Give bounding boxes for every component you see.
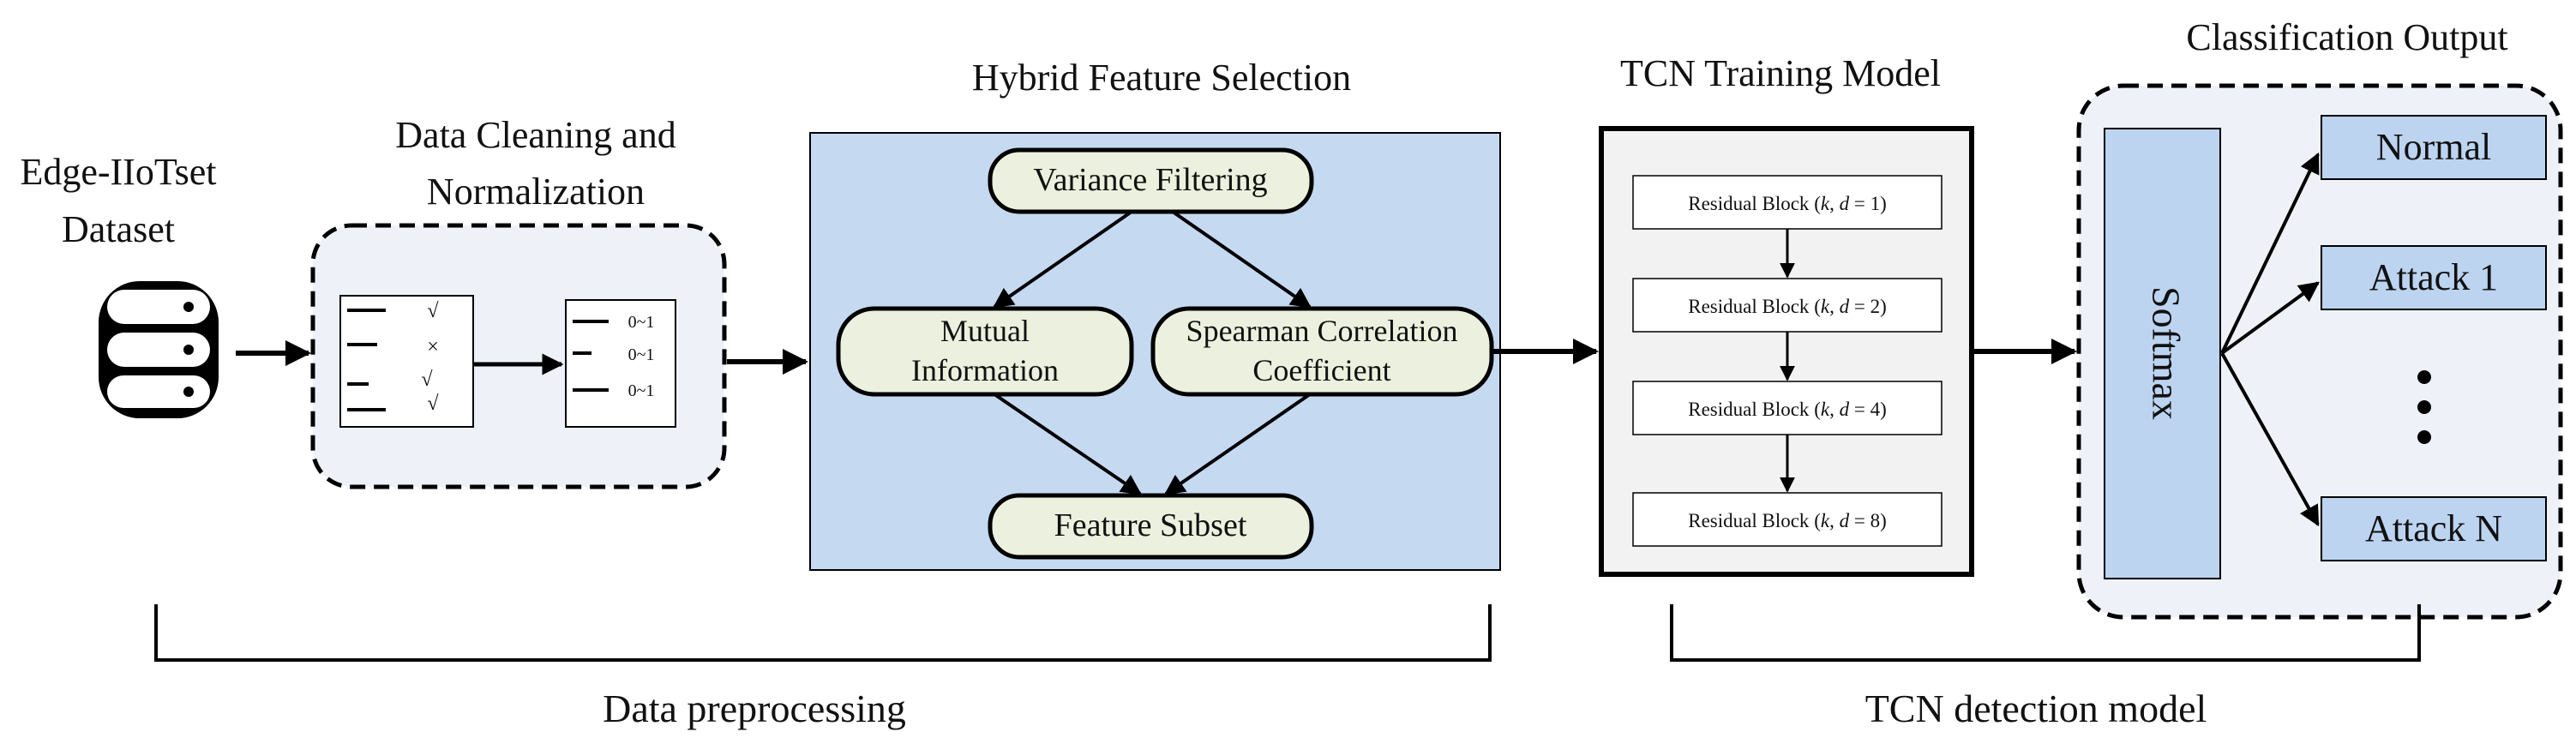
softmax-to-attack1-arrow bbox=[2220, 281, 2320, 355]
class-attack1-box bbox=[2321, 245, 2547, 310]
range-label: 0~1 bbox=[628, 313, 655, 332]
cleaning-title-line1: Data Cleaning and bbox=[395, 114, 676, 156]
preprocessing-label: Data preprocessing bbox=[603, 687, 906, 730]
svg-text:Residual Block (k, d = 2): Residual Block (k, d = 2) bbox=[1688, 296, 1886, 317]
dataset-title-line2: Dataset bbox=[62, 208, 175, 250]
detection-label: TCN detection model bbox=[1865, 687, 2207, 730]
output-title: Classification Output bbox=[2186, 16, 2507, 58]
svg-text:Residual Block (k, d = 1): Residual Block (k, d = 1) bbox=[1688, 193, 1886, 214]
check-mark: √ bbox=[427, 300, 439, 322]
mutual-information-label-line1: Mutual bbox=[940, 314, 1030, 348]
residual-block: Residual Block (k, d = 4) bbox=[1632, 381, 1943, 435]
feature-subset-node bbox=[988, 493, 1314, 560]
selection-title: Hybrid Feature Selection bbox=[972, 57, 1351, 99]
raw-data-table-icon: √ × √ √ bbox=[339, 295, 474, 428]
class-attackn-box bbox=[2321, 496, 2547, 561]
check-mark: √ bbox=[427, 393, 439, 415]
range-label: 0~1 bbox=[628, 381, 655, 400]
residual-block: Residual Block (k, d = 2) bbox=[1632, 278, 1943, 333]
check-mark: √ bbox=[421, 369, 433, 391]
feature-subset-label: Feature Subset bbox=[1054, 507, 1247, 543]
residual-block: Residual Block (k, d = 1) bbox=[1632, 175, 1943, 230]
svg-text:Residual Block (k, d = 4): Residual Block (k, d = 4) bbox=[1688, 399, 1886, 420]
class-normal-box bbox=[2321, 115, 2547, 180]
spearman-to-subset-arrow bbox=[1164, 393, 1312, 495]
database-icon bbox=[99, 281, 219, 418]
class-attackn-label: Attack N bbox=[2365, 507, 2502, 549]
dataset-title-line1: Edge-IIoTset bbox=[20, 151, 216, 193]
variance-filter-node bbox=[988, 147, 1314, 214]
class-attack1-label: Attack 1 bbox=[2369, 256, 2498, 298]
variance-to-spearman-arrow bbox=[1171, 210, 1312, 309]
range-label: 0~1 bbox=[628, 345, 655, 364]
softmax-to-normal-arrow bbox=[2220, 152, 2320, 354]
detection-bracket bbox=[1670, 604, 2421, 662]
tcn-title: TCN Training Model bbox=[1620, 52, 1941, 94]
softmax-to-attackn-arrow bbox=[2220, 352, 2320, 527]
mutual-information-label-line2: Information bbox=[911, 353, 1059, 387]
svg-text:Residual Block (k, d = 8): Residual Block (k, d = 8) bbox=[1688, 510, 1886, 531]
softmax-label: Softmax bbox=[2144, 286, 2188, 420]
class-normal-label: Normal bbox=[2376, 126, 2491, 168]
residual-block: Residual Block (k, d = 8) bbox=[1632, 492, 1943, 547]
normalized-table-icon: 0~1 0~1 0~1 bbox=[565, 299, 676, 428]
variance-filter-label: Variance Filtering bbox=[1033, 162, 1267, 198]
ellipsis-dots bbox=[2417, 370, 2431, 444]
cleaning-title-line2: Normalization bbox=[427, 171, 645, 213]
variance-to-mutual-arrow bbox=[993, 210, 1133, 309]
softmax-layer bbox=[2104, 128, 2221, 579]
mutual-to-subset-arrow bbox=[993, 393, 1142, 495]
cross-mark: × bbox=[427, 336, 439, 358]
spearman-label-line2: Coefficient bbox=[1252, 353, 1390, 387]
preprocessing-bracket bbox=[154, 604, 1492, 662]
mutual-information-node bbox=[836, 306, 1134, 397]
spearman-label-line1: Spearman Correlation bbox=[1186, 314, 1458, 348]
